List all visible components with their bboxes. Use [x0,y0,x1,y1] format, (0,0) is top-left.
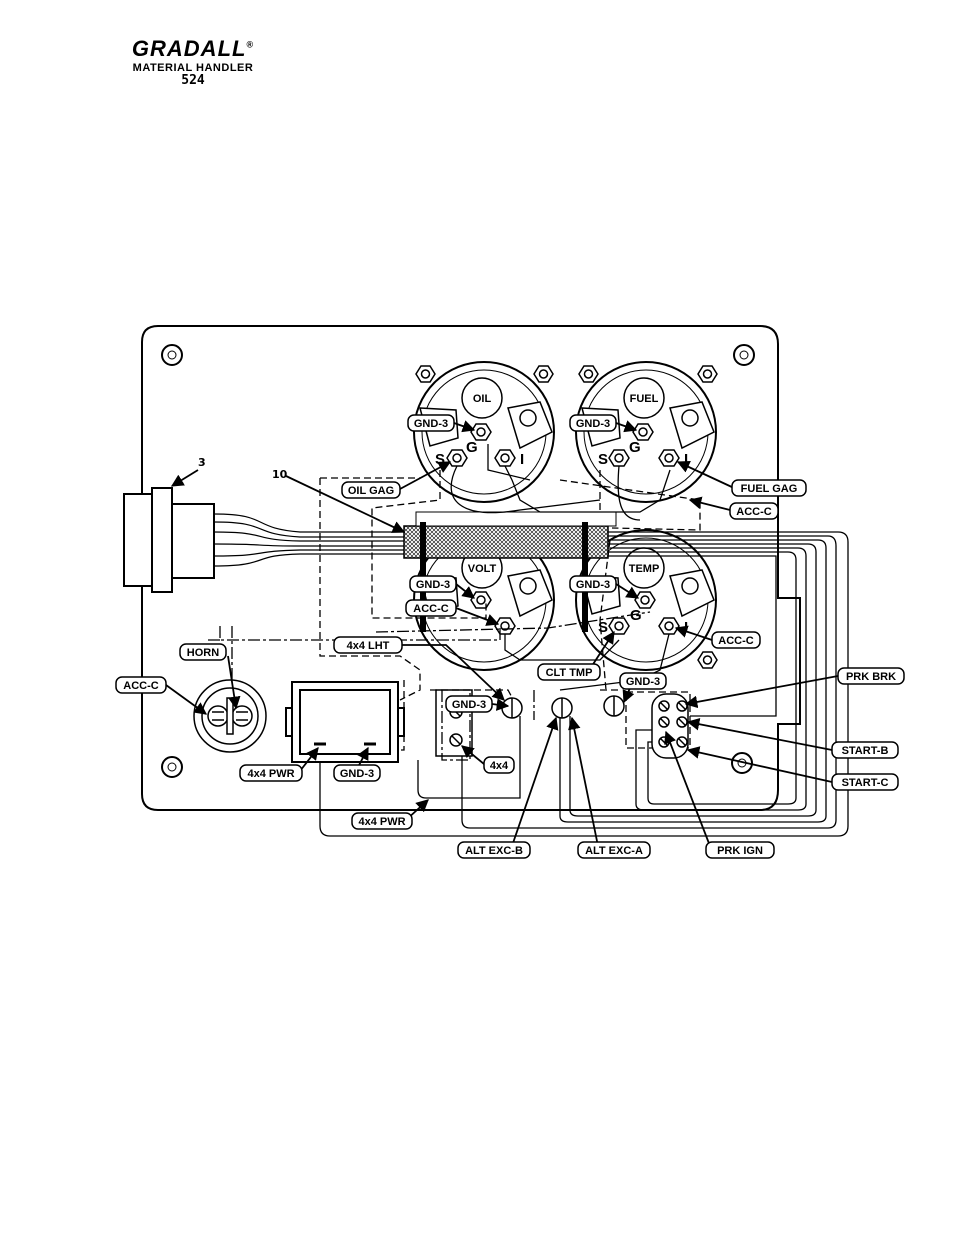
horn-assembly [194,680,266,752]
accessory-wire-lines [206,612,650,760]
gauge-fuel-label: FUEL [630,393,659,405]
pwr-switch-box [286,682,404,762]
callout-sleeve-number: 10 [272,468,288,481]
label-clt-tmp: CLT TMP [546,667,593,679]
harness-wires [214,514,404,566]
svg-text:I: I [684,619,688,636]
label-boxes [116,415,904,858]
label-oil-gag: OIL GAG [348,485,394,497]
label-prk-brk: PRK BRK [846,671,896,683]
label-4x4-lht: 4x4 LHT [347,640,390,652]
harness-connector [124,488,214,592]
label-gnd3-4x4: GND-3 [452,699,486,711]
label-start-b: START-B [842,745,889,757]
callout-connector-number: 3 [198,456,206,469]
svg-text:G: G [466,439,478,456]
label-gnd3-temp: GND-3 [576,579,610,591]
label-acc-c-temp: ACC-C [718,635,753,647]
label-prk-ign: PRK IGN [717,845,763,857]
label-4x4-pwr-left: 4x4 PWR [247,768,294,780]
lamp-sockets [502,696,624,718]
label-gnd3-box: GND-3 [340,768,374,780]
label-gnd3-fuel: GND-3 [576,418,610,430]
svg-text:G: G [629,439,641,456]
label-acc-c-horn: ACC-C [123,680,158,692]
gauge-temp-label: TEMP [629,563,660,575]
label-fuel-gag: FUEL GAG [741,483,798,495]
label-acc-c-fuel: ACC-C [736,506,771,518]
callout-connector-arrow [172,470,198,486]
label-gnd3-switch: GND-3 [626,676,660,688]
svg-text:I: I [520,451,524,468]
svg-text:S: S [598,451,608,468]
mesh-sleeve [404,526,608,558]
label-acc-c-volt: ACC-C [413,603,448,615]
switch-terminals [652,694,688,758]
label-alt-exc-a: ALT EXC-A [585,845,643,857]
label-4x4: 4x4 [490,760,509,772]
label-alt-exc-b: ALT EXC-B [465,845,523,857]
gauge-oil-label: OIL [473,393,492,405]
label-horn: HORN [187,647,219,659]
label-gnd3-oil: GND-3 [414,418,448,430]
gauge-volt-label: VOLT [468,563,497,575]
label-4x4-pwr-bottom: 4x4 PWR [358,816,405,828]
label-gnd3-volt: GND-3 [416,579,450,591]
label-start-c: START-C [842,777,889,789]
